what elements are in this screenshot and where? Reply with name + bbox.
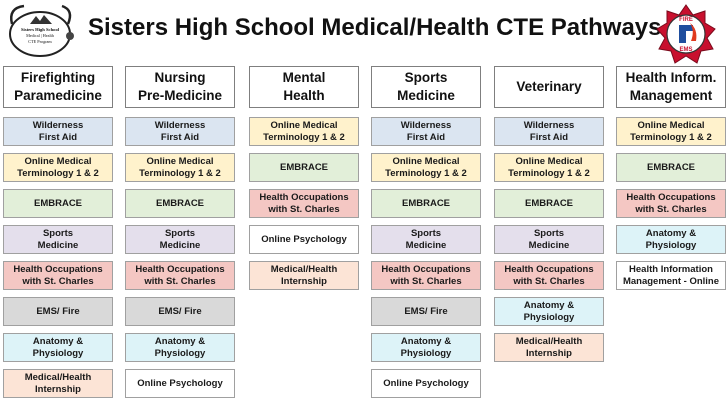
course-box: Health Occupations with St. Charles (494, 261, 604, 290)
course-box: Medical/Health Internship (249, 261, 359, 290)
pathway-header: Veterinary (494, 66, 604, 108)
logo-line-3: CTE Program (28, 39, 52, 44)
course-box: Health Occupations with St. Charles (249, 189, 359, 218)
page-title: Sisters High School Medical/Health CTE P… (88, 14, 662, 41)
course-box: EMBRACE (249, 153, 359, 182)
course-box: Health Occupations with St. Charles (3, 261, 113, 290)
course-box: Online Medical Terminology 1 & 2 (3, 153, 113, 182)
logo-line-1: Sisters High School (21, 27, 60, 32)
course-box: Health Information Management - Online (616, 261, 726, 290)
course-box: Wilderness First Aid (494, 117, 604, 146)
course-box: EMS/ Fire (3, 297, 113, 326)
course-box: EMBRACE (494, 189, 604, 218)
course-box: EMBRACE (3, 189, 113, 218)
course-box: Health Occupations with St. Charles (125, 261, 235, 290)
pathway-header: Nursing Pre-Medicine (125, 66, 235, 108)
course-box: Wilderness First Aid (371, 117, 481, 146)
course-box: Anatomy & Physiology (616, 225, 726, 254)
course-box: Online Medical Terminology 1 & 2 (125, 153, 235, 182)
course-box: Sports Medicine (494, 225, 604, 254)
course-box: Online Psychology (249, 225, 359, 254)
course-box: Medical/Health Internship (494, 333, 604, 362)
pathway-header: Health Inform. Management (616, 66, 726, 108)
course-box: Online Psychology (125, 369, 235, 398)
stethoscope-mountain-logo-icon: Sisters High School Medical | Health CTE… (9, 4, 74, 57)
course-box: Wilderness First Aid (125, 117, 235, 146)
course-box: Anatomy & Physiology (371, 333, 481, 362)
course-box: Online Medical Terminology 1 & 2 (616, 117, 726, 146)
course-box: EMS/ Fire (125, 297, 235, 326)
course-box: Online Psychology (371, 369, 481, 398)
course-box: Medical/Health Internship (3, 369, 113, 398)
course-box: EMBRACE (371, 189, 481, 218)
course-box: Anatomy & Physiology (125, 333, 235, 362)
badge-top-text: FIRE (679, 17, 693, 23)
course-box: Health Occupations with St. Charles (371, 261, 481, 290)
logo-line-2: Medical | Health (26, 33, 55, 38)
course-box: Sports Medicine (125, 225, 235, 254)
course-box: Online Medical Terminology 1 & 2 (494, 153, 604, 182)
badge-bottom-text: EMS (679, 47, 692, 53)
course-box: Online Medical Terminology 1 & 2 (249, 117, 359, 146)
course-box: Online Medical Terminology 1 & 2 (371, 153, 481, 182)
fire-ems-badge: FIRE EMS (655, 3, 717, 65)
fire-ems-badge-icon: FIRE EMS (656, 4, 716, 64)
pathway-header: Mental Health (249, 66, 359, 108)
course-box: EMS/ Fire (371, 297, 481, 326)
course-box: Anatomy & Physiology (494, 297, 604, 326)
course-box: Anatomy & Physiology (3, 333, 113, 362)
course-box: EMBRACE (616, 153, 726, 182)
school-logo: Sisters High School Medical | Health CTE… (4, 2, 76, 62)
course-box: Wilderness First Aid (3, 117, 113, 146)
pathway-header: Sports Medicine (371, 66, 481, 108)
course-box: Health Occupations with St. Charles (616, 189, 726, 218)
pathway-header: Firefighting Paramedicine (3, 66, 113, 108)
course-box: Sports Medicine (3, 225, 113, 254)
course-box: EMBRACE (125, 189, 235, 218)
course-box: Sports Medicine (371, 225, 481, 254)
